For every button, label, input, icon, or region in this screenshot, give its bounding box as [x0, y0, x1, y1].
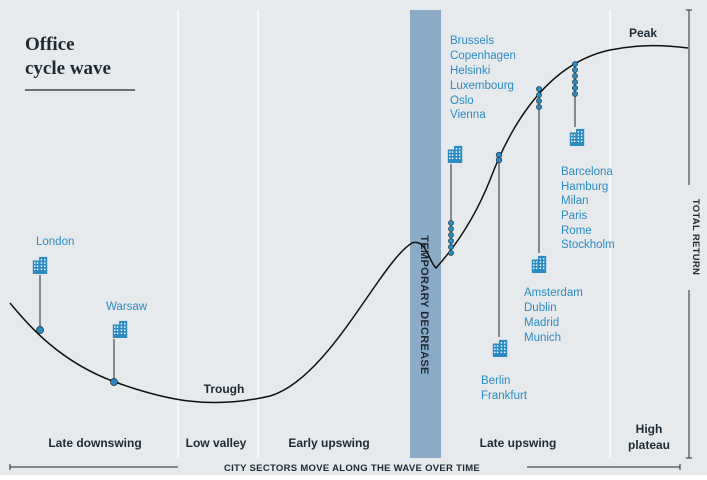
city-luxembourg: Luxembourg [450, 80, 514, 92]
phase-low-valley: Low valley [186, 436, 247, 450]
south-marker-5 [572, 85, 578, 91]
city-berlin: Berlin [481, 375, 510, 387]
south-marker-1 [572, 61, 578, 67]
phase-high-plateau-line-2: plateau [628, 438, 670, 452]
south-group-markers [572, 61, 578, 127]
phase-dividers [177, 10, 611, 458]
phase-early-upswing: Early upswing [288, 436, 369, 450]
city-munich: Munich [524, 332, 561, 344]
city-vienna: Vienna [450, 109, 486, 121]
amsterdam-marker-3 [536, 98, 542, 104]
phase-high-plateau-line-1: High [636, 422, 663, 436]
city-dublin: Dublin [524, 302, 557, 314]
warsaw-marker [110, 378, 118, 386]
amsterdam-marker-2 [536, 92, 542, 98]
south-marker-3 [572, 73, 578, 79]
berlin-marker-2 [495, 156, 503, 164]
amsterdam-city-list: Amsterdam Dublin Madrid Munich [524, 287, 583, 344]
city-oslo: Oslo [450, 95, 474, 107]
city-london: London [36, 236, 74, 248]
north-marker-3 [448, 232, 454, 238]
city-frankfurt: Frankfurt [481, 390, 528, 402]
city-milan: Milan [561, 195, 588, 207]
north-marker-5 [448, 244, 454, 250]
amsterdam-marker-1 [536, 86, 542, 92]
north-group-markers [448, 164, 454, 256]
london-building-icon [32, 256, 48, 274]
north-building-icon [447, 145, 463, 163]
city-paris: Paris [561, 210, 587, 222]
north-marker-2 [448, 226, 454, 232]
cycle-wave-curve [9, 44, 689, 404]
city-copenhagen: Copenhagen [450, 50, 516, 62]
city-hamburg: Hamburg [561, 181, 608, 193]
south-marker-2 [572, 67, 578, 73]
temporary-decrease-label: TEMPORARY DECREASE [418, 235, 430, 374]
city-rome: Rome [561, 225, 592, 237]
city-warsaw: Warsaw [106, 301, 148, 313]
south-marker-4 [572, 79, 578, 85]
warsaw-building-icon [112, 320, 128, 338]
y-axis-label: TOTAL RETURN [690, 199, 701, 275]
north-marker-1 [448, 220, 454, 226]
trough-label: Trough [204, 382, 245, 396]
title-line-2: cycle wave [25, 58, 111, 79]
phase-late-downswing: Late downswing [48, 436, 141, 450]
south-building-icon [569, 128, 585, 146]
amsterdam-building-icon [531, 255, 547, 273]
temporary-decrease-band [410, 10, 441, 458]
north-city-list: Brussels Copenhagen Helsinki Luxembourg … [450, 35, 516, 121]
city-stockholm: Stockholm [561, 239, 615, 251]
city-amsterdam: Amsterdam [524, 287, 583, 299]
phase-late-upswing: Late upswing [480, 436, 557, 450]
north-marker-6 [448, 250, 454, 256]
city-brussels: Brussels [450, 35, 494, 47]
amsterdam-group-markers [536, 86, 542, 253]
city-helsinki: Helsinki [450, 65, 490, 77]
north-marker-4 [448, 238, 454, 244]
x-axis-label: CITY SECTORS MOVE ALONG THE WAVE OVER TI… [224, 463, 480, 474]
title-line-1: Office [25, 34, 75, 55]
south-city-list: Barcelona Hamburg Milan Paris Rome Stock… [561, 166, 615, 251]
london-marker [36, 326, 44, 334]
amsterdam-marker-4 [536, 104, 542, 110]
peak-label: Peak [629, 26, 657, 40]
berlin-building-icon [492, 339, 508, 357]
city-madrid: Madrid [524, 317, 559, 329]
city-barcelona: Barcelona [561, 166, 613, 178]
south-marker-6 [572, 91, 578, 97]
